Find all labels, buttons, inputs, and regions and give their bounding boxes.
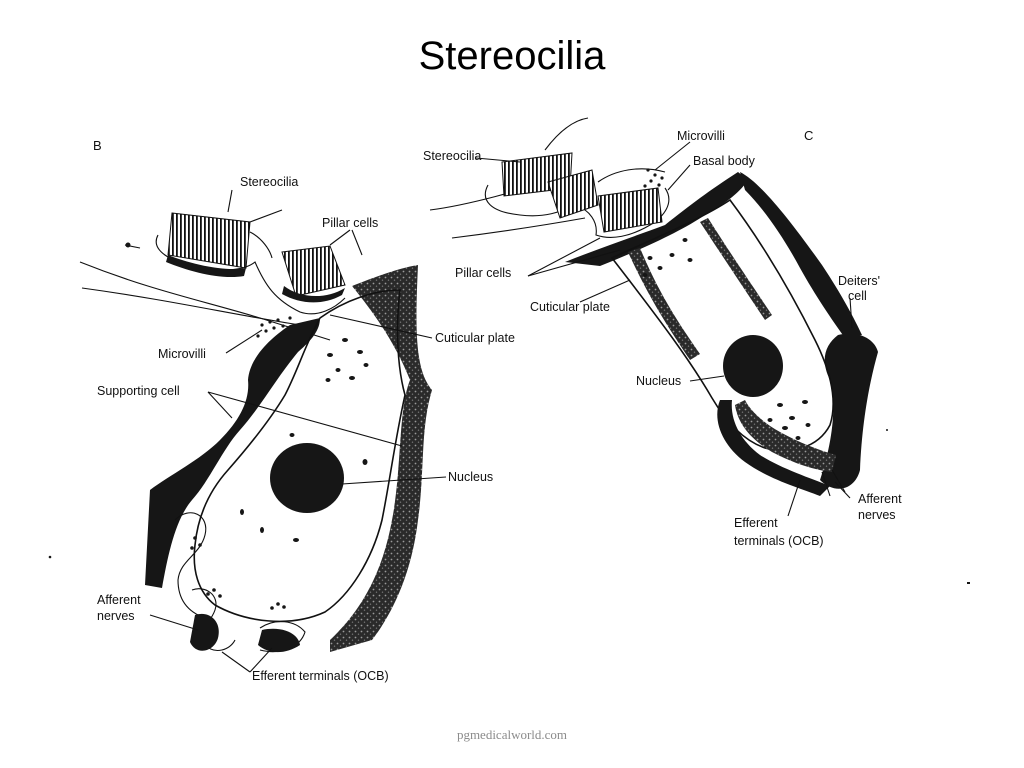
c-label-cuticular-plate: Cuticular plate — [530, 300, 610, 314]
c-label-stereocilia: Stereocilia — [423, 149, 481, 163]
b-label-efferent-terminals: Efferent terminals (OCB) — [252, 669, 389, 683]
b-stereocilia-bundle — [166, 212, 251, 278]
c-leader-microvilli — [654, 141, 691, 171]
c-label-pillar-cells: Pillar cells — [455, 266, 511, 280]
panel-b-label: B — [93, 138, 102, 153]
b-second-bundle — [281, 245, 346, 303]
c-label-deiters-2: cell — [848, 289, 867, 303]
c-leader-deiters — [849, 297, 853, 329]
c-label-efferent-1: Efferent — [734, 516, 778, 530]
b-leader-stereocilia — [227, 189, 233, 213]
c-label-deiters-1: Deiters' — [838, 274, 880, 288]
b-basilar-line-2 — [81, 287, 301, 326]
b-label-pillar-cells: Pillar cells — [322, 216, 378, 230]
b-nerve-terminals — [174, 512, 306, 653]
b-leader-efferent-2 — [249, 647, 273, 673]
c-organelles — [642, 238, 811, 440]
c-nerve-fiber-1 — [831, 469, 846, 493]
slide-title: Stereocilia — [418, 34, 606, 78]
b-label-afferent-2: nerves — [97, 609, 135, 623]
b-leader-supporting-1 — [207, 391, 233, 419]
c-label-basal-body: Basal body — [693, 154, 756, 168]
b-label-microvilli: Microvilli — [158, 347, 206, 361]
panel-b: B — [79, 138, 515, 683]
c-leader-basal-body — [667, 164, 691, 191]
c-label-nucleus: Nucleus — [636, 374, 681, 388]
b-nucleus — [270, 443, 344, 513]
c-stereocilia-bundle — [501, 152, 599, 219]
c-second-bundle — [597, 187, 663, 233]
b-leader-microvilli — [225, 329, 263, 354]
c-leader-efferent — [787, 479, 801, 517]
b-hair-cell-body — [193, 289, 406, 623]
c-leader-pillar-2 — [527, 249, 621, 277]
b-leader-cuticular — [329, 314, 433, 339]
c-leader-nucleus — [689, 375, 725, 382]
c-leader-stereocilia — [475, 157, 521, 163]
footer-watermark: pgmedicalworld.com — [456, 727, 568, 742]
b-microvilli-dots — [256, 316, 292, 338]
panel-c-label: C — [804, 128, 813, 143]
c-leader-cuticular — [579, 279, 631, 303]
c-leader-afferent — [834, 481, 851, 499]
b-basilar-line-1 — [79, 261, 331, 341]
c-label-afferent-1: Afferent — [858, 492, 902, 506]
c-microvilli-dots — [643, 168, 664, 188]
b-supporting-cell — [145, 318, 320, 588]
b-leader-nucleus — [341, 476, 447, 485]
c-hair-cell-body — [610, 198, 834, 452]
b-organelles — [240, 338, 369, 542]
b-label-supporting-cell: Supporting cell — [97, 384, 180, 398]
c-label-microvilli: Microvilli — [677, 129, 725, 143]
c-membrane-left — [628, 248, 700, 360]
c-nucleus — [723, 335, 783, 397]
panel-c: C — [423, 117, 902, 548]
c-curve-left-2 — [451, 217, 586, 239]
c-cuticular-plate — [565, 172, 748, 266]
c-leader-pillar-1 — [527, 237, 601, 277]
c-pillar-upper — [740, 172, 862, 338]
c-curve-top — [544, 117, 589, 151]
scan-speck — [886, 429, 888, 431]
b-label-afferent-1: Afferent — [97, 593, 141, 607]
c-nerve-fiber-2 — [821, 471, 831, 497]
b-leader-afferent — [149, 614, 199, 631]
b-leader-efferent-1 — [221, 651, 251, 673]
b-label-stereocilia: Stereocilia — [240, 175, 298, 189]
c-efferent-terminals — [735, 400, 836, 472]
c-label-afferent-2: nerves — [858, 508, 896, 522]
scan-speck — [48, 555, 52, 559]
c-membrane-right — [700, 218, 772, 320]
b-leader-pillar-1 — [329, 229, 351, 246]
scan-speck — [967, 582, 970, 584]
c-outline-2 — [597, 168, 666, 183]
b-leader-supporting-2 — [207, 391, 403, 447]
b-pillar-cell-right — [330, 265, 432, 652]
c-deiters-cell — [820, 333, 878, 489]
c-base-dark — [717, 400, 830, 496]
b-label-nucleus: Nucleus — [448, 470, 493, 484]
b-label-cuticular-plate: Cuticular plate — [435, 331, 515, 345]
b-leader-pillar-2 — [351, 229, 363, 256]
c-label-efferent-2: terminals (OCB) — [734, 534, 824, 548]
b-outline-2 — [249, 231, 273, 259]
b-leader-stereocilia-2 — [249, 209, 283, 223]
